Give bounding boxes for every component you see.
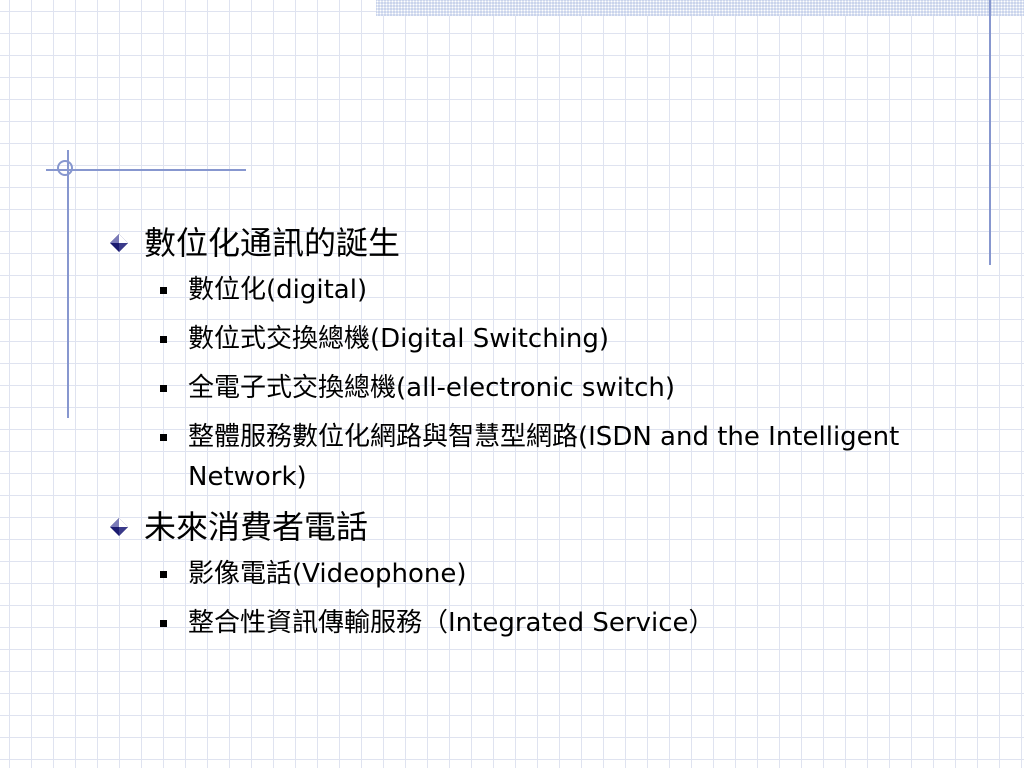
- section-heading-text: 數位化通訊的誕生: [144, 224, 401, 262]
- section-heading: 未來消費者電話: [108, 506, 968, 548]
- list-item: 數位化(digital): [108, 270, 968, 310]
- diamond-bullet-icon: [110, 234, 128, 252]
- list-item-text: 整體服務數位化網路與智慧型網路(ISDN and the Intelligent…: [188, 422, 900, 492]
- list-item-text: 數位化(digital): [188, 275, 368, 305]
- diamond-bullet-icon: [110, 518, 128, 536]
- section-heading-text: 未來消費者電話: [144, 508, 369, 546]
- left-vertical-rule: [67, 150, 69, 418]
- list-item-text: 影像電話(Videophone): [188, 559, 467, 589]
- list-item: 影像電話(Videophone): [108, 554, 968, 594]
- section-heading: 數位化通訊的誕生: [108, 222, 968, 264]
- list-item: 整合性資訊傳輸服務（Integrated Service）: [108, 603, 968, 643]
- left-horizontal-rule: [46, 169, 246, 171]
- ring-decoration-icon: [57, 160, 73, 176]
- slide-content: 數位化通訊的誕生 數位化(digital) 數位式交換總機(Digital Sw…: [108, 222, 968, 652]
- square-bullet-icon: [160, 287, 167, 294]
- square-bullet-icon: [160, 336, 167, 343]
- right-vertical-rule: [989, 0, 991, 265]
- bullet-list: 影像電話(Videophone) 整合性資訊傳輸服務（Integrated Se…: [108, 554, 968, 643]
- list-item: 數位式交換總機(Digital Switching): [108, 319, 968, 359]
- square-bullet-icon: [160, 620, 167, 627]
- square-bullet-icon: [160, 434, 167, 441]
- list-item-text: 全電子式交換總機(all-electronic switch): [188, 373, 676, 403]
- square-bullet-icon: [160, 571, 167, 578]
- bullet-list: 數位化(digital) 數位式交換總機(Digital Switching) …: [108, 270, 968, 497]
- list-item: 全電子式交換總機(all-electronic switch): [108, 368, 968, 408]
- list-item-text: 整合性資訊傳輸服務（Integrated Service）: [188, 608, 715, 638]
- list-item: 整體服務數位化網路與智慧型網路(ISDN and the Intelligent…: [108, 417, 968, 497]
- square-bullet-icon: [160, 385, 167, 392]
- list-item-text: 數位式交換總機(Digital Switching): [188, 324, 610, 354]
- top-decorative-band: [376, 0, 1024, 16]
